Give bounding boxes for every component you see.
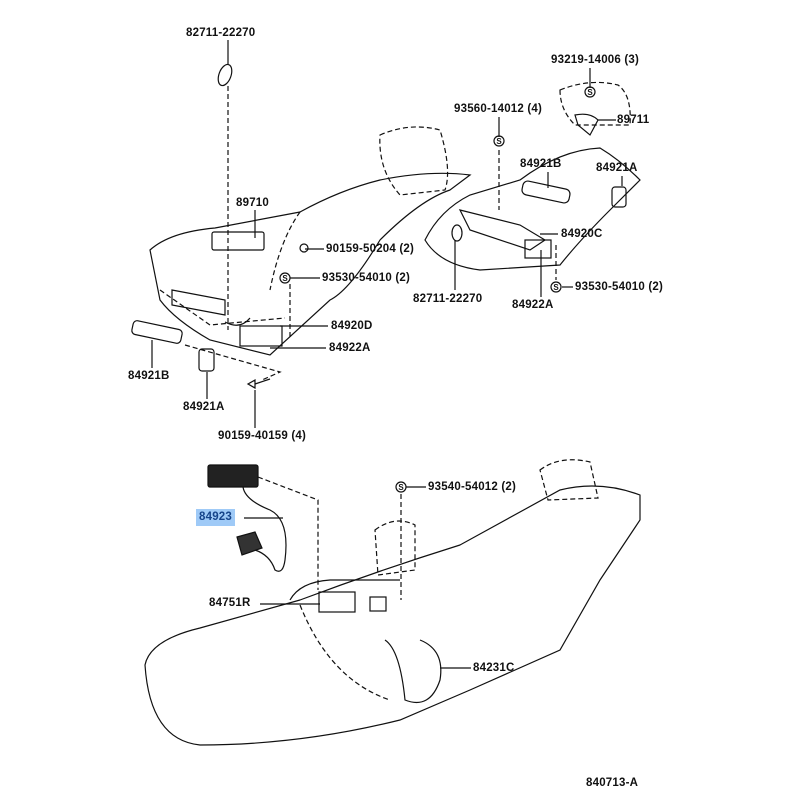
label-82711-22270-mid[interactable]: 82711-22270 bbox=[413, 293, 483, 305]
diagram-id: 840713-A bbox=[586, 777, 639, 789]
label-84231C[interactable]: 84231C bbox=[473, 662, 515, 674]
s-icon: S bbox=[587, 88, 593, 97]
label-84921A-left[interactable]: 84921A bbox=[183, 401, 225, 413]
label-84920C[interactable]: 84920C bbox=[561, 228, 603, 240]
label-84921A-right[interactable]: 84921A bbox=[596, 162, 638, 174]
label-93530-54010-right[interactable]: 93530-54010 (2) bbox=[575, 281, 664, 293]
label-84922A-left[interactable]: 84922A bbox=[329, 342, 371, 354]
label-82711-22270-top[interactable]: 82711-22270 bbox=[186, 27, 256, 39]
s-icon: S bbox=[553, 283, 559, 292]
part-84923-harness bbox=[207, 464, 319, 590]
s-icon: S bbox=[282, 274, 288, 283]
leader-lines bbox=[151, 40, 623, 669]
label-84923-highlighted[interactable]: 84923 bbox=[196, 509, 235, 526]
label-84922A-right[interactable]: 84922A bbox=[512, 299, 554, 311]
part-84921A-left bbox=[198, 348, 215, 372]
rear-seat bbox=[144, 459, 641, 746]
s-icon: S bbox=[398, 483, 404, 492]
label-84921B-left[interactable]: 84921B bbox=[128, 370, 170, 382]
front-seat-right bbox=[424, 81, 641, 271]
label-89711[interactable]: 89711 bbox=[617, 114, 650, 126]
label-84920D[interactable]: 84920D bbox=[331, 320, 373, 332]
label-93530-54010-left[interactable]: 93530-54010 (2) bbox=[322, 272, 411, 284]
label-93540-54012[interactable]: 93540-54012 (2) bbox=[428, 481, 517, 493]
front-seat-left bbox=[149, 126, 472, 356]
s-icon: S bbox=[496, 137, 502, 146]
part-84921B-left bbox=[131, 320, 183, 344]
label-84921B-right[interactable]: 84921B bbox=[520, 158, 562, 170]
label-90159-40159[interactable]: 90159-40159 (4) bbox=[218, 430, 307, 442]
label-93219-14006[interactable]: 93219-14006 (3) bbox=[551, 54, 640, 66]
label-93560-14012[interactable]: 93560-14012 (4) bbox=[454, 103, 543, 115]
s-fastener-icons: S S S S S bbox=[279, 86, 596, 493]
screw-icon bbox=[246, 378, 271, 390]
grommet-icon bbox=[217, 63, 233, 87]
label-90159-50204[interactable]: 90159-50204 (2) bbox=[326, 243, 415, 255]
label-89710[interactable]: 89710 bbox=[236, 197, 269, 209]
label-84751R[interactable]: 84751R bbox=[209, 597, 251, 609]
